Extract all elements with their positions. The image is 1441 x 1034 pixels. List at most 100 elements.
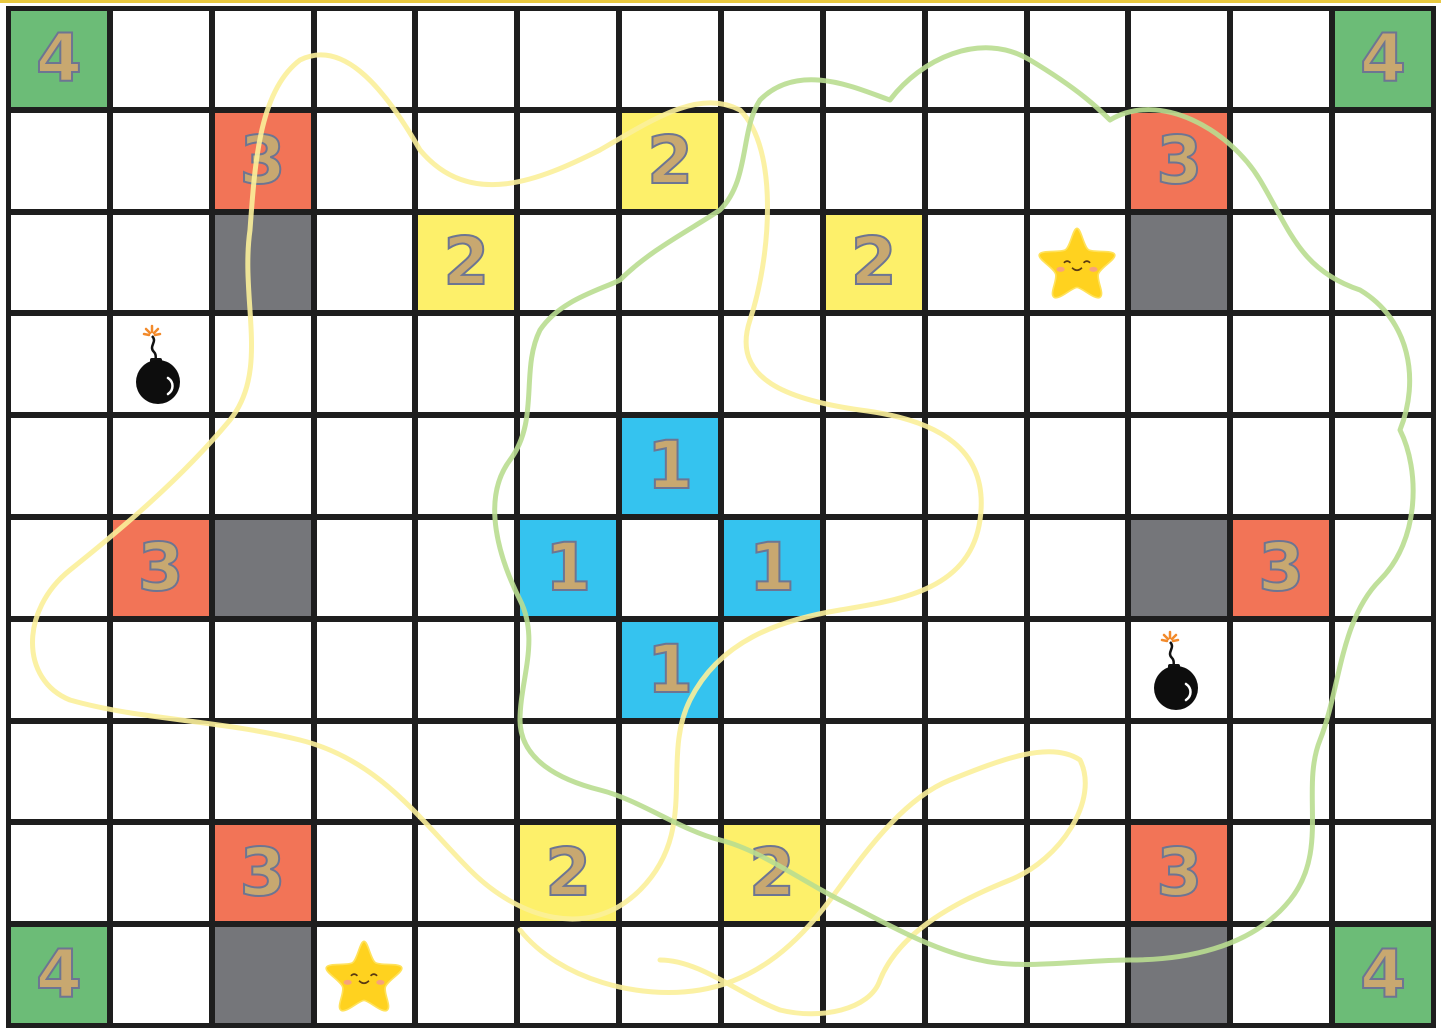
- board-cell-empty[interactable]: [622, 215, 718, 311]
- board-cell-tile-4[interactable]: 4: [11, 927, 107, 1023]
- board-cell-empty[interactable]: [113, 418, 209, 514]
- board-cell-empty[interactable]: [520, 724, 616, 820]
- board-cell-empty[interactable]: [113, 927, 209, 1023]
- board-cell-tile-1[interactable]: 1: [724, 520, 820, 616]
- board-cell-empty[interactable]: [418, 316, 514, 412]
- board-cell-empty[interactable]: [724, 316, 820, 412]
- board-cell-tile-1[interactable]: 1: [520, 520, 616, 616]
- board-cell-empty[interactable]: [826, 622, 922, 718]
- board-cell-empty[interactable]: [113, 11, 209, 107]
- board-cell-empty[interactable]: [1233, 215, 1329, 311]
- board-cell-blocked[interactable]: [215, 927, 311, 1023]
- board-cell-empty[interactable]: [317, 622, 413, 718]
- board-cell-empty[interactable]: [1335, 622, 1431, 718]
- board-cell-empty[interactable]: [724, 418, 820, 514]
- board-cell-empty[interactable]: [724, 927, 820, 1023]
- board-cell-empty[interactable]: [418, 724, 514, 820]
- board-cell-empty[interactable]: [928, 316, 1024, 412]
- board-cell-empty[interactable]: [418, 825, 514, 921]
- board-cell-empty[interactable]: [928, 724, 1024, 820]
- board-cell-bomb[interactable]: [113, 316, 209, 412]
- board-cell-empty[interactable]: [928, 927, 1024, 1023]
- board-cell-empty[interactable]: [317, 520, 413, 616]
- board-cell-empty[interactable]: [826, 927, 922, 1023]
- board-cell-blocked[interactable]: [215, 520, 311, 616]
- board-cell-tile-3[interactable]: 3: [215, 825, 311, 921]
- board-cell-tile-3[interactable]: 3: [215, 113, 311, 209]
- board-cell-empty[interactable]: [1131, 316, 1227, 412]
- board-cell-empty[interactable]: [826, 724, 922, 820]
- board-cell-tile-4[interactable]: 4: [1335, 11, 1431, 107]
- board-cell-empty[interactable]: [418, 418, 514, 514]
- board-cell-tile-3[interactable]: 3: [1131, 113, 1227, 209]
- board-cell-tile-3[interactable]: 3: [113, 520, 209, 616]
- board-cell-empty[interactable]: [418, 11, 514, 107]
- board-cell-empty[interactable]: [826, 11, 922, 107]
- board-cell-empty[interactable]: [520, 11, 616, 107]
- board-cell-empty[interactable]: [1030, 113, 1126, 209]
- board-cell-empty[interactable]: [113, 825, 209, 921]
- board-cell-empty[interactable]: [317, 11, 413, 107]
- board-cell-blocked[interactable]: [215, 215, 311, 311]
- board-cell-empty[interactable]: [317, 316, 413, 412]
- board-cell-empty[interactable]: [317, 825, 413, 921]
- board-cell-empty[interactable]: [1335, 316, 1431, 412]
- board-cell-tile-1[interactable]: 1: [622, 418, 718, 514]
- board-cell-empty[interactable]: [1335, 113, 1431, 209]
- board-cell-empty[interactable]: [1030, 825, 1126, 921]
- board-cell-empty[interactable]: [11, 825, 107, 921]
- board-cell-empty[interactable]: [317, 724, 413, 820]
- board-cell-empty[interactable]: [1030, 520, 1126, 616]
- board-cell-empty[interactable]: [826, 520, 922, 616]
- board-cell-empty[interactable]: [826, 825, 922, 921]
- board-cell-empty[interactable]: [1335, 724, 1431, 820]
- board-cell-empty[interactable]: [317, 215, 413, 311]
- board-cell-blocked[interactable]: [1131, 520, 1227, 616]
- board-cell-tile-2[interactable]: 2: [826, 215, 922, 311]
- board-cell-empty[interactable]: [622, 927, 718, 1023]
- board-cell-empty[interactable]: [724, 724, 820, 820]
- board-cell-empty[interactable]: [724, 113, 820, 209]
- board-cell-empty[interactable]: [1233, 622, 1329, 718]
- board-cell-empty[interactable]: [1131, 11, 1227, 107]
- board-cell-empty[interactable]: [622, 520, 718, 616]
- board-cell-tile-1[interactable]: 1: [622, 622, 718, 718]
- board-cell-tile-3[interactable]: 3: [1233, 520, 1329, 616]
- board-cell-empty[interactable]: [724, 622, 820, 718]
- board-cell-empty[interactable]: [928, 825, 1024, 921]
- board-cell-empty[interactable]: [1335, 825, 1431, 921]
- board-cell-star[interactable]: [1030, 215, 1126, 311]
- board-cell-empty[interactable]: [826, 113, 922, 209]
- board-cell-empty[interactable]: [928, 418, 1024, 514]
- board-cell-empty[interactable]: [826, 316, 922, 412]
- board-cell-empty[interactable]: [520, 316, 616, 412]
- board-cell-empty[interactable]: [215, 316, 311, 412]
- board-cell-empty[interactable]: [622, 316, 718, 412]
- board-cell-star[interactable]: [317, 927, 413, 1023]
- board-cell-empty[interactable]: [11, 724, 107, 820]
- board-cell-empty[interactable]: [928, 11, 1024, 107]
- board-cell-empty[interactable]: [1335, 520, 1431, 616]
- board-cell-empty[interactable]: [1030, 316, 1126, 412]
- board-cell-empty[interactable]: [11, 316, 107, 412]
- board-cell-empty[interactable]: [418, 927, 514, 1023]
- board-cell-empty[interactable]: [418, 520, 514, 616]
- board-cell-empty[interactable]: [1335, 418, 1431, 514]
- board-cell-empty[interactable]: [215, 418, 311, 514]
- board-cell-blocked[interactable]: [1131, 927, 1227, 1023]
- board-cell-empty[interactable]: [622, 11, 718, 107]
- board-cell-empty[interactable]: [520, 215, 616, 311]
- board-cell-empty[interactable]: [113, 215, 209, 311]
- board-cell-empty[interactable]: [1233, 113, 1329, 209]
- board-cell-empty[interactable]: [1131, 418, 1227, 514]
- board-cell-empty[interactable]: [317, 418, 413, 514]
- board-cell-empty[interactable]: [622, 724, 718, 820]
- board-cell-tile-4[interactable]: 4: [1335, 927, 1431, 1023]
- board-cell-empty[interactable]: [1233, 316, 1329, 412]
- board-cell-empty[interactable]: [1030, 724, 1126, 820]
- board-cell-empty[interactable]: [317, 113, 413, 209]
- board-cell-empty[interactable]: [215, 11, 311, 107]
- board-cell-empty[interactable]: [1030, 927, 1126, 1023]
- board-cell-empty[interactable]: [1030, 622, 1126, 718]
- board-cell-tile-2[interactable]: 2: [724, 825, 820, 921]
